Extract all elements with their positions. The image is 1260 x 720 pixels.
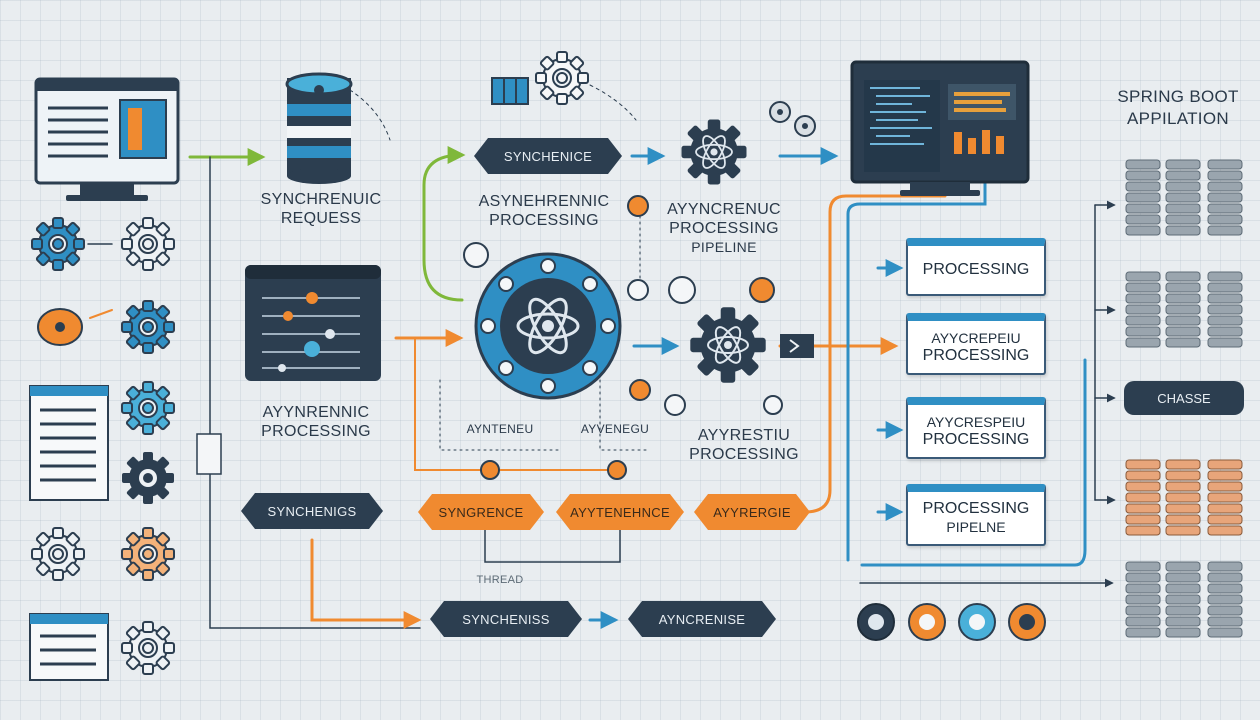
processing-box-3[interactable]: AYYCRESPEIU PROCESSING [906,397,1046,459]
async-left-label: AYYNRENNIC PROCESSING [236,403,396,441]
line-gear-branch [89,309,113,319]
chasse-button[interactable]: CHASSE [1124,381,1244,415]
central-processing-wheel [474,252,622,400]
line-dashed-wheel-left [439,379,561,451]
document-icon-2 [29,613,109,681]
async-processing-top-line1: ASYNEHRENNIC [478,193,610,210]
pill-syngrence[interactable]: SYNGRENCE [418,494,544,530]
app-title: SPRING BOOT APPILATION [1104,86,1252,130]
line-blue-pipeline-1 [846,180,987,562]
processing-box-2[interactable]: AYYCREPEIU PROCESSING [906,313,1046,375]
node-icons [463,195,814,480]
thread-label: THREAD [476,574,524,586]
small-tag [196,433,222,475]
async-processing-top-label: ASYNEHRENNIC PROCESSING [466,192,622,230]
database-icon [285,72,353,184]
sync-request-label: SYNCHRENUIC REQUESS [236,190,406,228]
app-title-line2: APPILATION [1127,109,1229,128]
document-icon-1 [29,385,109,501]
processing-box-4-line2: PIPELNE [946,519,1006,535]
connectors [87,84,1116,629]
pill-top-synchenice[interactable]: SYNCHENICE [474,138,622,174]
async-processing-top-line2: PROCESSING [489,212,599,229]
pipeline-line1: AYYNCRENUC [667,201,781,218]
under-wheel-right-label: AYVENEGU [580,422,650,436]
processing-box-3-line2: PROCESSING [922,431,1030,448]
pill-ayncrenise[interactable]: AYNCRENISE [628,601,776,637]
small-server-icon [491,77,529,105]
line-bottom-orange [310,538,422,629]
line-orange-pipeline [803,194,947,514]
pill-ayytenehnce[interactable]: AYYTENEHNCE [556,494,684,530]
under-wheel-left-label: AYNTENEU [466,422,534,436]
pipeline-line3: PIPELINE [691,239,757,255]
pill-ayyrergie[interactable]: AYYRERGIE [694,494,810,530]
async-right-label: AYYRESTIU PROCESSING [664,426,824,464]
monitor-icon [34,77,180,201]
async-right-line1: AYYRESTIU [697,427,791,444]
line-dashed-wheel-right [599,379,651,451]
async-right-line2: PROCESSING [689,446,799,463]
status-dials [857,603,1046,641]
sync-request-line2: REQUESS [280,210,362,227]
gear-atom-mid [690,307,766,383]
left-icons [29,217,222,681]
processing-box-1-line1: PROCESSING [922,261,1030,278]
pipeline-line2: PROCESSING [669,220,779,237]
settings-panel [245,265,381,381]
pipeline-label: AYYNCRENUC PROCESSING PIPELINE [644,200,804,257]
processing-box-1[interactable]: PROCESSING [906,238,1046,296]
line-dashed-db [349,89,391,141]
code-monitor-icon [850,60,1030,196]
line-dashed-gear [589,84,637,121]
gear-atom-top [681,119,747,185]
app-title-line1: SPRING BOOT [1117,87,1239,106]
processing-box-4[interactable]: PROCESSING PIPELNE [906,484,1046,546]
line-orange-left [414,337,621,471]
async-left-line2: PROCESSING [261,423,371,440]
pill-synchenigs[interactable]: SYNCHENIGS [241,493,383,529]
dial-icons [769,101,816,137]
line-left-vertical [209,156,421,629]
pill-synchenisis[interactable]: SYNCHENISS [430,601,582,637]
sync-request-line1: SYNCHRENUIC [260,191,382,208]
line-blue-pipeline-2 [860,358,1087,567]
line-green-loop [422,146,466,302]
async-left-line1: AYYNRENNIC [262,404,370,421]
line-pill-branch-1 [484,511,621,563]
processing-box-2-line2: PROCESSING [922,347,1030,364]
tag-icon-orange [37,308,83,346]
processing-box-3-line1: AYYCRESPEIU [926,414,1026,430]
processing-box-4-line1: PROCESSING [922,500,1030,517]
processing-box-2-line1: AYYCREPEIU [931,330,1021,346]
